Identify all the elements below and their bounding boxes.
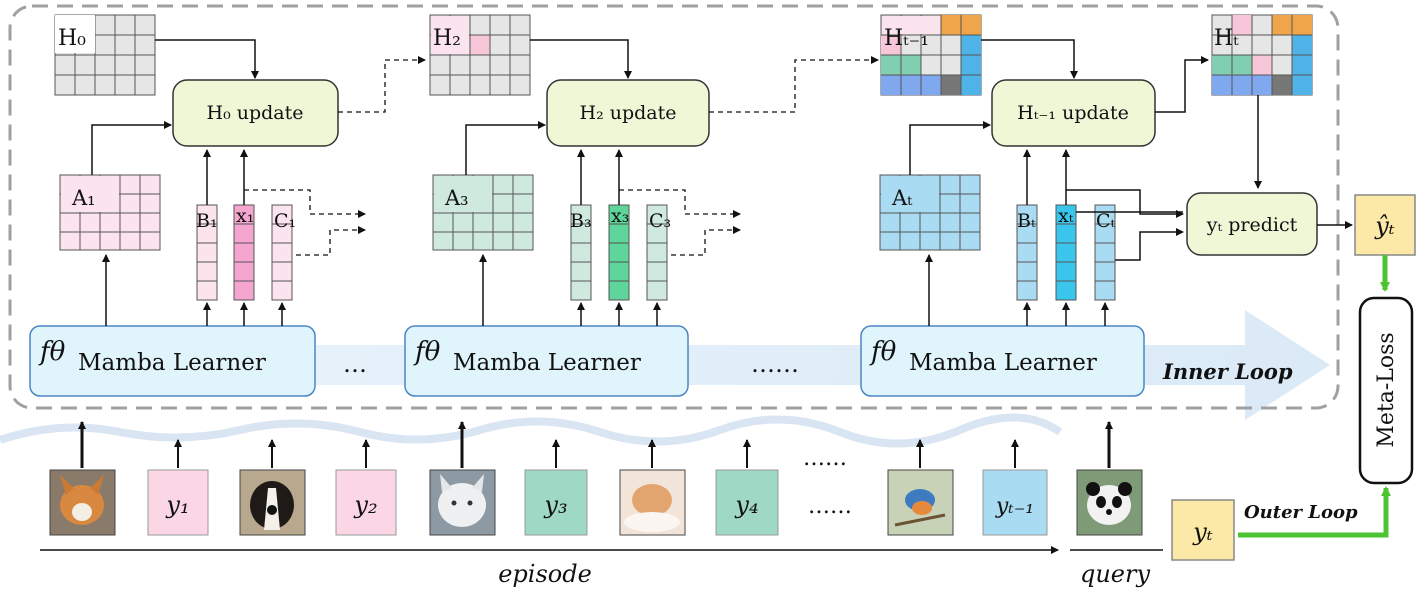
c-label-3: Cₜ <box>1096 210 1116 232</box>
label-box-y3 <box>524 469 588 536</box>
bird-photo <box>887 469 954 536</box>
label-box-y1 <box>147 469 209 536</box>
episode-label: episode <box>498 560 592 588</box>
white-cat-photo <box>429 469 496 536</box>
c-label-2: C₃ <box>649 210 671 232</box>
learner-label-3: Mamba Learner <box>909 350 1097 376</box>
update-box-3 <box>991 79 1156 147</box>
update-label-1: H₀ update <box>207 102 304 124</box>
update-label-2: H₂ update <box>580 102 677 124</box>
y-t-target-label: yₜ <box>1192 518 1213 546</box>
predict-label: yₜ predict <box>1206 214 1298 236</box>
update-box-1 <box>172 79 339 147</box>
y-t-target-box <box>1171 499 1235 561</box>
mamba-learner-1 <box>29 325 316 397</box>
corgi-photo <box>49 469 116 536</box>
learner-label-1: Mamba Learner <box>78 350 266 376</box>
state-grid-h2 <box>429 14 531 96</box>
update-box-2 <box>546 79 710 147</box>
c-label-1: C₁ <box>274 210 296 232</box>
group-3: Hₜ₋₁ Hₜ₋₁ update Hₜ Aₜ <box>860 14 1313 397</box>
label-box-yt-1 <box>982 469 1048 536</box>
panda-photo <box>1076 469 1143 536</box>
learner-f-3: fθ <box>869 337 897 367</box>
mamba-learner-3 <box>860 325 1145 397</box>
x-label-3: xₜ <box>1058 205 1074 227</box>
inner-loop-boundary <box>8 4 1340 410</box>
a-label-3: Aₜ <box>891 186 913 210</box>
state-label-h2: H₂ <box>433 26 461 51</box>
label-y1: y₁ <box>165 491 189 519</box>
state-label-h0: H₀ <box>58 26 86 51</box>
query-label: query <box>1080 560 1150 588</box>
ellipsis-1: … <box>343 350 367 378</box>
inner-loop-label: Inner Loop <box>1162 359 1293 384</box>
kitten-photo <box>619 469 686 536</box>
bernese-dog-photo <box>239 469 306 536</box>
wave-decorations <box>0 413 1063 448</box>
label-y4: y₄ <box>734 491 758 519</box>
ellipsis-2: …… <box>751 350 799 378</box>
a-label-1: A₁ <box>71 186 96 210</box>
label-y2: y₂ <box>353 491 377 519</box>
a-label-2: A₃ <box>444 186 469 210</box>
meta-loss-label: Meta-Loss <box>1374 332 1399 447</box>
x-label-1: x₁ <box>236 205 254 227</box>
update-label-3: Hₜ₋₁ update <box>1017 102 1129 124</box>
bxc-columns-2 <box>570 204 668 301</box>
learner-f-2: fθ <box>413 337 441 367</box>
a-matrix-1 <box>59 174 161 251</box>
learner-f-1: fθ <box>38 337 66 367</box>
outer-loop-label: Outer Loop <box>1244 502 1358 523</box>
ellipsis-upper: …… <box>803 446 847 471</box>
group-2: H₂ H₂ update A₃ B₃ x₃ C₃ fθ Mamba Learne <box>404 14 879 397</box>
b-label-2: B₃ <box>570 210 592 232</box>
state-label-ht-1: Hₜ₋₁ <box>884 26 929 51</box>
state-label-ht: Hₜ <box>1214 26 1239 51</box>
state-grid-ht <box>1211 14 1313 96</box>
mamba-learner-2 <box>404 325 689 397</box>
x-label-2: x₃ <box>611 205 629 227</box>
label-box-y4 <box>715 469 779 536</box>
y-hat-box <box>1354 194 1416 256</box>
b-label-3: Bₜ <box>1017 210 1036 232</box>
bxc-columns-1 <box>196 204 293 301</box>
predict-box <box>1186 192 1318 256</box>
a-matrix-2 <box>432 174 534 251</box>
label-yt-1: yₜ₋₁ <box>995 494 1034 519</box>
label-box-y2 <box>335 469 397 536</box>
meta-loss-box <box>1358 296 1414 485</box>
state-grid-ht-1 <box>880 14 982 96</box>
group-1: H₀ H₀ update A₁ B₁ x₁ C₁ <box>29 14 426 397</box>
y-hat-label: ŷₜ <box>1374 212 1395 240</box>
a-matrix-3 <box>879 174 981 251</box>
learner-label-2: Mamba Learner <box>453 350 641 376</box>
state-grid-h0 <box>54 14 156 96</box>
label-y3: y₃ <box>543 491 567 519</box>
b-label-1: B₁ <box>196 210 218 232</box>
ellipsis-lower: …… <box>808 494 852 519</box>
